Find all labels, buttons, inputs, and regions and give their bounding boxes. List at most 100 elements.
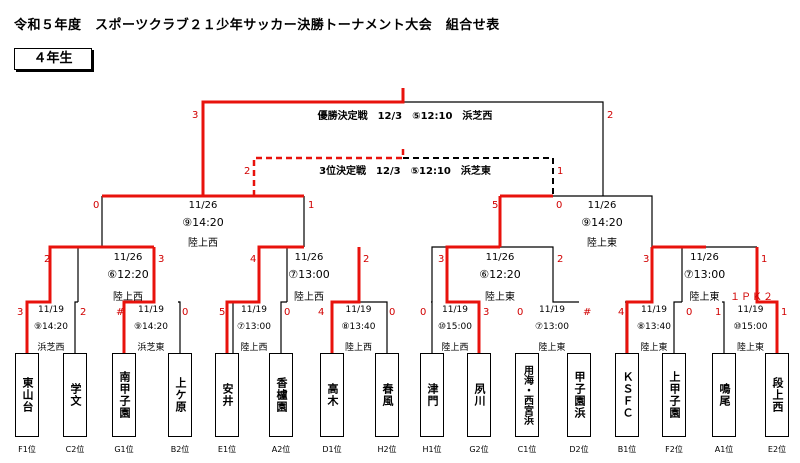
round1-3-score-left: 5: [219, 307, 226, 318]
round1-5-score-right: 3: [483, 307, 490, 318]
semifinal-2-score-left: 5: [492, 200, 499, 211]
semifinal-2-time: ⑨14:20: [581, 216, 623, 229]
team-box: 東山台: [15, 353, 39, 437]
team-seed: G1位: [114, 445, 134, 454]
winner-lines: [25, 88, 779, 353]
third-place-score-right: 1: [557, 166, 564, 177]
team-box: 段上西: [765, 353, 789, 437]
team-seed: D2位: [569, 445, 589, 454]
round1-6-venue: 陸上東: [538, 343, 566, 353]
round1-7-date: 11/19: [641, 305, 667, 315]
round1-5-score-left: 0: [420, 307, 427, 318]
round1-4-time: ⑧13:40: [341, 322, 376, 332]
round1-5-time: ⑩15:00: [437, 322, 472, 332]
team-seed: B1位: [617, 445, 637, 454]
round1-8-date: 11/19: [737, 305, 764, 315]
quarterfinal-3-score-right: 2: [557, 254, 564, 265]
team-box: 春風: [375, 353, 399, 437]
round1-1-date: 11/19: [38, 305, 64, 315]
round1-8-score-right: 1: [781, 307, 788, 318]
third-place-label: 3位決定戦 12/3 ⑤12:10 浜芝東: [319, 166, 491, 177]
round1-1-time: ⑨14:20: [33, 322, 68, 332]
team-seed: H1位: [422, 445, 442, 454]
quarterfinal-4-score-left: 3: [643, 254, 650, 265]
team-seed: E1位: [217, 445, 237, 454]
round1-8-score-left: 1: [715, 307, 722, 318]
quarterfinal-3-date: 11/26: [485, 252, 515, 263]
round1-5-venue: 陸上西: [441, 343, 469, 353]
round1-2-venue: 浜芝東: [137, 343, 165, 353]
team-seed: F1位: [18, 445, 36, 454]
round1-6-score-left: 0: [517, 307, 524, 318]
quarterfinal-2-score-right: 2: [363, 254, 370, 265]
semifinal-1-date: 11/26: [188, 200, 218, 211]
quarterfinal-1-score-right: 3: [158, 254, 165, 265]
grade-label: ４年生: [14, 48, 92, 70]
team-box: 鳴尾: [712, 353, 736, 437]
semifinal-1-time: ⑨14:20: [182, 216, 224, 229]
quarterfinal-2-venue: 陸上西: [294, 292, 324, 303]
quarterfinal-4-pk-note: １ＰＫ２: [730, 292, 774, 303]
team-box: 夙川: [467, 353, 491, 437]
quarterfinal-1-date: 11/26: [113, 252, 143, 263]
team-box: 上甲子園: [662, 353, 686, 437]
round1-4-venue: 陸上西: [344, 343, 372, 353]
quarterfinal-1-venue: 陸上西: [113, 292, 143, 303]
round1-2-score-right: 0: [182, 307, 189, 318]
round1-3-time: ⑦13:00: [236, 322, 271, 332]
team-box: 用海・西宮浜: [515, 353, 539, 437]
final-label: 優勝決定戦 12/3 ⑤12:10 浜芝西: [317, 111, 493, 122]
quarterfinal-1-score-left: 2: [44, 254, 51, 265]
round1-2-score-left: #: [116, 307, 125, 318]
semifinal-2-date: 11/26: [587, 200, 617, 211]
round1-1-score-right: 2: [80, 307, 87, 318]
quarterfinal-4-venue: 陸上東: [689, 292, 720, 303]
team-seed: E2位: [767, 445, 787, 454]
semifinal-2-venue: 陸上東: [587, 238, 617, 249]
team-box: 学文: [63, 353, 87, 437]
round1-6-time: ⑦13:00: [534, 322, 569, 332]
round1-8-time: ⑩15:00: [733, 322, 768, 332]
team-seed: G2位: [469, 445, 489, 454]
round1-7-score-right: 0: [686, 307, 693, 318]
team-seed: C2位: [65, 445, 85, 454]
round1-6-date: 11/19: [539, 305, 565, 315]
team-seed: F2位: [665, 445, 683, 454]
round1-3-date: 11/19: [241, 305, 267, 315]
semifinal-1-venue: 陸上西: [188, 238, 218, 249]
team-box: 南甲子園: [112, 353, 136, 437]
semifinal-1-score-left: 0: [93, 200, 100, 211]
team-seed: A2位: [271, 445, 291, 454]
team-box: 安井: [215, 353, 239, 437]
quarterfinal-4-date: 11/26: [690, 252, 719, 263]
round1-4-score-right: 0: [389, 307, 396, 318]
quarterfinal-1-time: ⑥12:20: [107, 268, 149, 281]
team-box: 津門: [420, 353, 444, 437]
final-score-left: 3: [192, 110, 199, 121]
team-seed: D1位: [322, 445, 342, 454]
third-place-score-left: 2: [244, 166, 251, 177]
round1-4-score-left: 4: [318, 307, 325, 318]
bracket-lines: [77, 101, 757, 303]
quarterfinal-4-time: ⑦13:00: [683, 268, 726, 281]
page-title: 令和５年度 スポーツクラブ２１少年サッカー決勝トーナメント大会 組合せ表: [14, 18, 500, 33]
round1-1-score-left: 3: [17, 307, 24, 318]
team-seed: H2位: [377, 445, 397, 454]
semifinal-2-score-right: 0: [556, 200, 563, 211]
round1-5-date: 11/19: [442, 305, 468, 315]
round1-4-date: 11/19: [345, 305, 372, 315]
team-seed: C1位: [517, 445, 537, 454]
final-score-right: 2: [607, 110, 614, 121]
round1-1-venue: 浜芝西: [37, 343, 65, 353]
team-box: 上ケ原: [168, 353, 192, 437]
round1-7-venue: 陸上東: [640, 343, 668, 353]
third-place-lines: [102, 145, 405, 198]
quarterfinal-4-score-right: 1: [761, 254, 768, 265]
quarterfinal-2-date: 11/26: [294, 252, 324, 263]
third-place-loser-lines: [403, 157, 554, 196]
team-seed: B2位: [170, 445, 190, 454]
team-seed: A1位: [714, 445, 734, 454]
round1-7-score-left: 4: [618, 307, 625, 318]
round1-2-date: 11/19: [138, 305, 164, 315]
